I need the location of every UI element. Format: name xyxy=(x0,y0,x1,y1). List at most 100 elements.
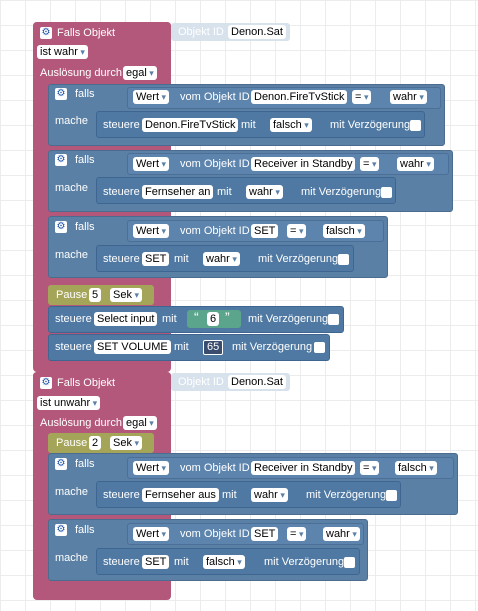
object-field[interactable]: Receiver in Standby xyxy=(251,461,356,475)
gear-icon[interactable]: ⚙ xyxy=(55,458,67,470)
value-dropdown[interactable]: wahr xyxy=(323,527,360,541)
falls-label: falls xyxy=(75,221,95,233)
gear-icon[interactable]: ⚙ xyxy=(55,154,67,166)
mache-label: mache xyxy=(55,249,89,261)
mit-verzoegerung-label: mit Verzögerung xyxy=(232,341,313,353)
mit-label: mit xyxy=(174,556,189,568)
object-id-field[interactable]: Denon.Sat xyxy=(228,25,286,39)
operator-dropdown[interactable]: = xyxy=(360,461,380,475)
mache-label: mache xyxy=(55,115,89,127)
target-field[interactable]: SET xyxy=(142,252,170,266)
gear-icon[interactable]: ⚙ xyxy=(40,377,52,389)
pause-unit-dropdown[interactable]: Sek xyxy=(110,288,142,302)
delay-checkbox[interactable] xyxy=(328,314,339,325)
object-field[interactable]: SET xyxy=(251,527,279,541)
objekt-id-label: Objekt ID xyxy=(178,376,224,388)
operator-dropdown[interactable]: = xyxy=(287,224,307,238)
value-dropdown[interactable]: wahr xyxy=(397,157,434,171)
set-value-dropdown[interactable]: wahr xyxy=(203,252,240,266)
quote-open: “ xyxy=(194,309,199,325)
mache-label: mache xyxy=(55,182,89,194)
operator-dropdown[interactable]: = xyxy=(287,527,307,541)
value-dropdown[interactable]: wahr xyxy=(390,90,427,104)
pause-value-field[interactable]: 5 xyxy=(89,288,102,302)
trigger-dropdown[interactable]: egal xyxy=(123,66,157,80)
set-value-dropdown[interactable]: wahr xyxy=(251,488,288,502)
mit-label: mit xyxy=(217,186,232,198)
steuere-label: steuere xyxy=(103,119,140,131)
target-field[interactable]: Select input xyxy=(94,312,158,326)
steuere-label: steuere xyxy=(103,556,140,568)
mit-verzoegerung-label: mit Verzögerung xyxy=(264,556,345,568)
falls-label: falls xyxy=(75,458,95,470)
pause-value-field[interactable]: 2 xyxy=(89,436,102,450)
mit-label: mit xyxy=(174,341,189,353)
mit-verzoegerung-label: mit Verzögerung xyxy=(301,186,382,198)
vom-objekt-id-label: vom Objekt ID xyxy=(180,528,250,540)
vom-objekt-id-label: vom Objekt ID xyxy=(180,91,250,103)
delay-checkbox[interactable] xyxy=(344,557,355,568)
vom-objekt-id-label: vom Objekt ID xyxy=(180,225,250,237)
set-value-dropdown[interactable]: falsch xyxy=(203,555,245,569)
object-id-field[interactable]: Denon.Sat xyxy=(228,375,286,389)
falls-label: falls xyxy=(75,154,95,166)
vom-objekt-id-label: vom Objekt ID xyxy=(180,462,250,474)
set-value-dropdown[interactable]: wahr xyxy=(246,185,283,199)
mache-label: mache xyxy=(55,552,89,564)
wert-dropdown[interactable]: Wert xyxy=(133,527,170,541)
object-field[interactable]: SET xyxy=(251,224,279,238)
falls-objekt-label: Falls Objekt xyxy=(57,27,116,39)
value-dropdown[interactable]: falsch xyxy=(395,461,437,475)
mit-verzoegerung-label: mit Verzögerung xyxy=(330,119,411,131)
mit-verzoegerung-label: mit Verzögerung xyxy=(248,313,329,325)
steuere-label: steuere xyxy=(103,186,140,198)
mache-label: mache xyxy=(55,486,89,498)
operator-dropdown[interactable]: = xyxy=(360,157,380,171)
pause-unit-dropdown[interactable]: Sek xyxy=(110,436,142,450)
wert-dropdown[interactable]: Wert xyxy=(133,90,170,104)
object-field[interactable]: Denon.FireTvStick xyxy=(251,90,348,104)
wert-dropdown[interactable]: Wert xyxy=(133,461,170,475)
gear-icon[interactable]: ⚙ xyxy=(55,221,67,233)
delay-checkbox[interactable] xyxy=(381,187,392,198)
value-dropdown[interactable]: falsch xyxy=(323,224,365,238)
delay-checkbox[interactable] xyxy=(386,490,397,501)
set-value-dropdown[interactable]: falsch xyxy=(270,118,312,132)
pause-label: Pause xyxy=(56,437,88,449)
trigger-dropdown[interactable]: egal xyxy=(123,416,157,430)
condition-dropdown[interactable]: ist wahr xyxy=(37,45,88,59)
mit-label: mit xyxy=(241,119,256,131)
falls-label: falls xyxy=(75,524,95,536)
gear-icon[interactable]: ⚙ xyxy=(55,524,67,536)
mit-label: mit xyxy=(174,253,189,265)
target-field[interactable]: SET VOLUME xyxy=(94,340,171,354)
wert-dropdown[interactable]: Wert xyxy=(133,157,170,171)
delay-checkbox[interactable] xyxy=(410,120,421,131)
pause-label: Pause xyxy=(56,289,88,301)
delay-checkbox[interactable] xyxy=(338,254,349,265)
ausloesung-label: Auslösung durch xyxy=(40,67,122,79)
operator-dropdown[interactable]: = xyxy=(352,90,372,104)
string-value-field[interactable]: 6 xyxy=(207,312,220,326)
object-field[interactable]: Receiver in Standby xyxy=(251,157,356,171)
mit-label: mit xyxy=(162,313,177,325)
steuere-label: steuere xyxy=(55,341,92,353)
target-field[interactable]: Denon.FireTvStick xyxy=(142,118,239,132)
target-field[interactable]: Fernseher an xyxy=(142,185,214,199)
steuere-label: steuere xyxy=(103,489,140,501)
steuere-label: steuere xyxy=(55,313,92,325)
ausloesung-label: Auslösung durch xyxy=(40,417,122,429)
mit-verzoegerung-label: mit Verzögerung xyxy=(306,489,387,501)
mit-verzoegerung-label: mit Verzögerung xyxy=(258,253,339,265)
falls-label: falls xyxy=(75,88,95,100)
delay-checkbox[interactable] xyxy=(314,342,325,353)
wert-dropdown[interactable]: Wert xyxy=(133,224,170,238)
falls-objekt-label: Falls Objekt xyxy=(57,377,116,389)
condition-dropdown[interactable]: ist unwahr xyxy=(37,396,101,410)
target-field[interactable]: Fernseher aus xyxy=(142,488,219,502)
gear-icon[interactable]: ⚙ xyxy=(40,27,52,39)
steuere-label: steuere xyxy=(103,253,140,265)
number-value-field[interactable]: 65 xyxy=(203,340,224,355)
gear-icon[interactable]: ⚙ xyxy=(55,88,67,100)
target-field[interactable]: SET xyxy=(142,555,170,569)
